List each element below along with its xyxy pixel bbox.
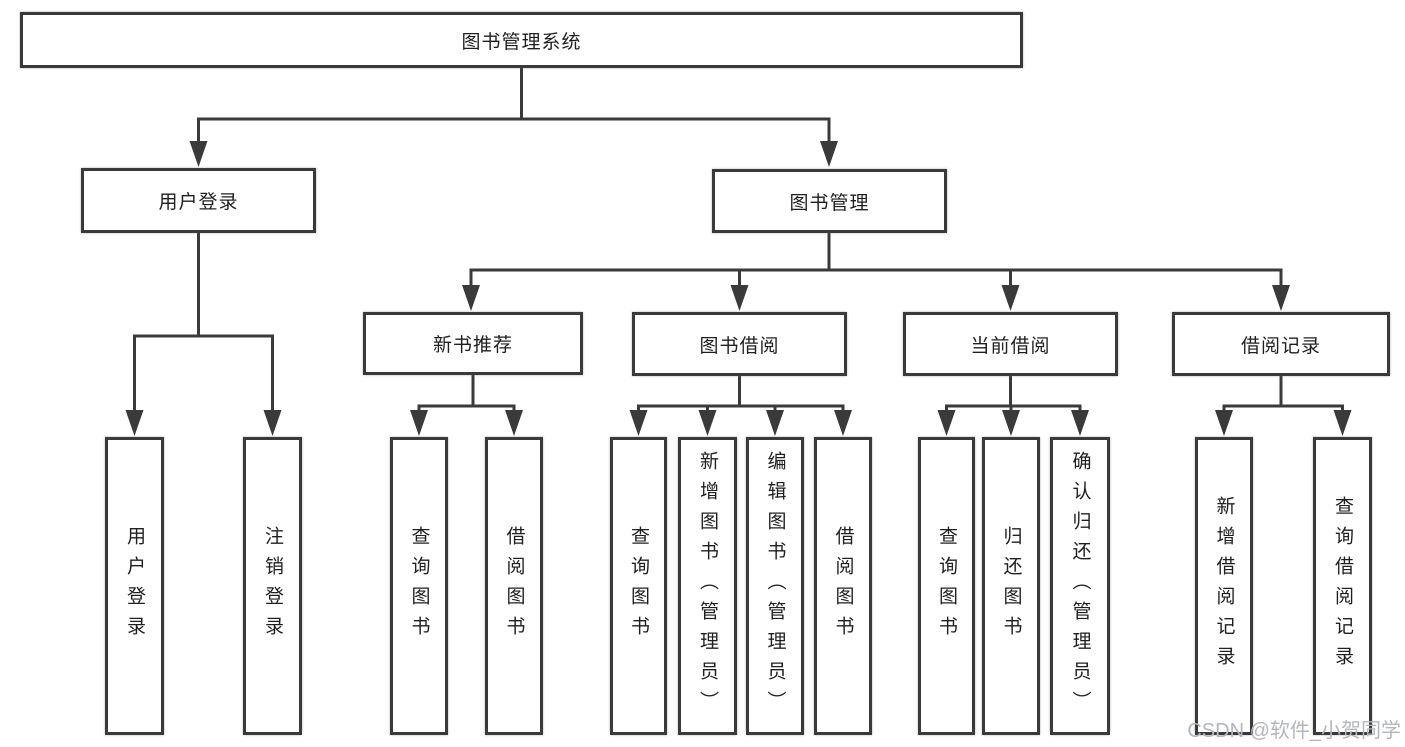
leaf-borrow-books: 借阅图书 <box>485 437 543 735</box>
node-label: 编辑图书（管理员） <box>764 451 786 721</box>
node-label: 当前借阅 <box>970 335 1051 357</box>
node-label: 新增图书（管理员） <box>697 451 718 721</box>
watermark: CSDN @软件_小贺同学 <box>1187 720 1401 742</box>
node-label: 确认归还（管理员） <box>1069 451 1091 721</box>
node-label: 新书推荐 <box>432 335 513 356</box>
leaf-add-books-admin: 新增图书（管理员） <box>678 437 737 735</box>
arrow-down-icon <box>1001 285 1020 311</box>
arrowheads <box>125 141 1352 436</box>
arrow-down-icon <box>189 141 208 167</box>
arrow-down-icon <box>462 285 480 311</box>
arrow-down-icon <box>766 410 784 436</box>
arrow-down-icon <box>410 410 428 436</box>
node-label: 查询图书 <box>936 526 957 646</box>
leaf-borrow-books: 借阅图书 <box>814 437 872 735</box>
node-user-login: 用户登录 <box>81 168 316 233</box>
node-label: 查询图书 <box>628 526 649 646</box>
node-label: 用户登录 <box>158 192 239 213</box>
node-current-borrowing: 当前借阅 <box>903 312 1118 376</box>
arrow-down-icon <box>1333 410 1352 436</box>
node-label: 图书管理 <box>789 192 870 214</box>
arrow-down-icon <box>629 410 648 436</box>
leaf-query-borrow-record: 查询借阅记录 <box>1313 437 1372 735</box>
node-label: 借阅记录 <box>1240 335 1321 357</box>
node-book-borrowing: 图书借阅 <box>632 312 847 376</box>
node-library-system: 图书管理系统 <box>20 12 1023 68</box>
leaf-logout-login: 注销登录 <box>243 437 302 735</box>
node-label: 用户登录 <box>124 526 145 646</box>
arrow-down-icon <box>937 410 956 436</box>
arrow-down-icon <box>1002 410 1020 436</box>
leaf-query-books: 查询图书 <box>610 437 667 735</box>
leaf-confirm-return-admin: 确认归还（管理员） <box>1050 437 1110 735</box>
leaf-query-books: 查询图书 <box>918 437 975 735</box>
arrow-down-icon <box>1272 285 1290 311</box>
arrow-down-icon <box>1215 410 1233 436</box>
node-label: 查询借阅记录 <box>1332 496 1353 676</box>
node-label: 注销登录 <box>262 526 283 646</box>
node-label: 归还图书 <box>1000 526 1022 646</box>
arrow-down-icon <box>698 410 717 436</box>
arrow-down-icon <box>834 410 852 436</box>
node-label: 新增借阅记录 <box>1213 496 1235 676</box>
arrow-down-icon <box>505 410 523 436</box>
arrow-down-icon <box>730 285 749 311</box>
leaf-user-login: 用户登录 <box>105 437 164 735</box>
leaf-edit-books-admin: 编辑图书（管理员） <box>746 437 804 735</box>
leaf-add-borrow-record: 新增借阅记录 <box>1195 437 1253 735</box>
arrow-down-icon <box>125 410 144 436</box>
node-label: 图书管理系统 <box>461 31 582 53</box>
node-label: 图书借阅 <box>699 335 780 357</box>
node-borrowing-records: 借阅记录 <box>1172 312 1390 376</box>
leaf-return-books: 归还图书 <box>982 437 1040 735</box>
node-label: 借阅图书 <box>503 526 525 646</box>
node-new-book-recommend: 新书推荐 <box>363 312 583 375</box>
node-label: 借阅图书 <box>832 526 854 646</box>
leaf-query-books: 查询图书 <box>390 437 448 735</box>
node-label: 查询图书 <box>408 526 430 646</box>
arrow-down-icon <box>1071 410 1089 436</box>
node-book-management: 图书管理 <box>712 169 947 233</box>
arrow-down-icon <box>263 410 282 436</box>
arrow-down-icon <box>820 141 838 167</box>
